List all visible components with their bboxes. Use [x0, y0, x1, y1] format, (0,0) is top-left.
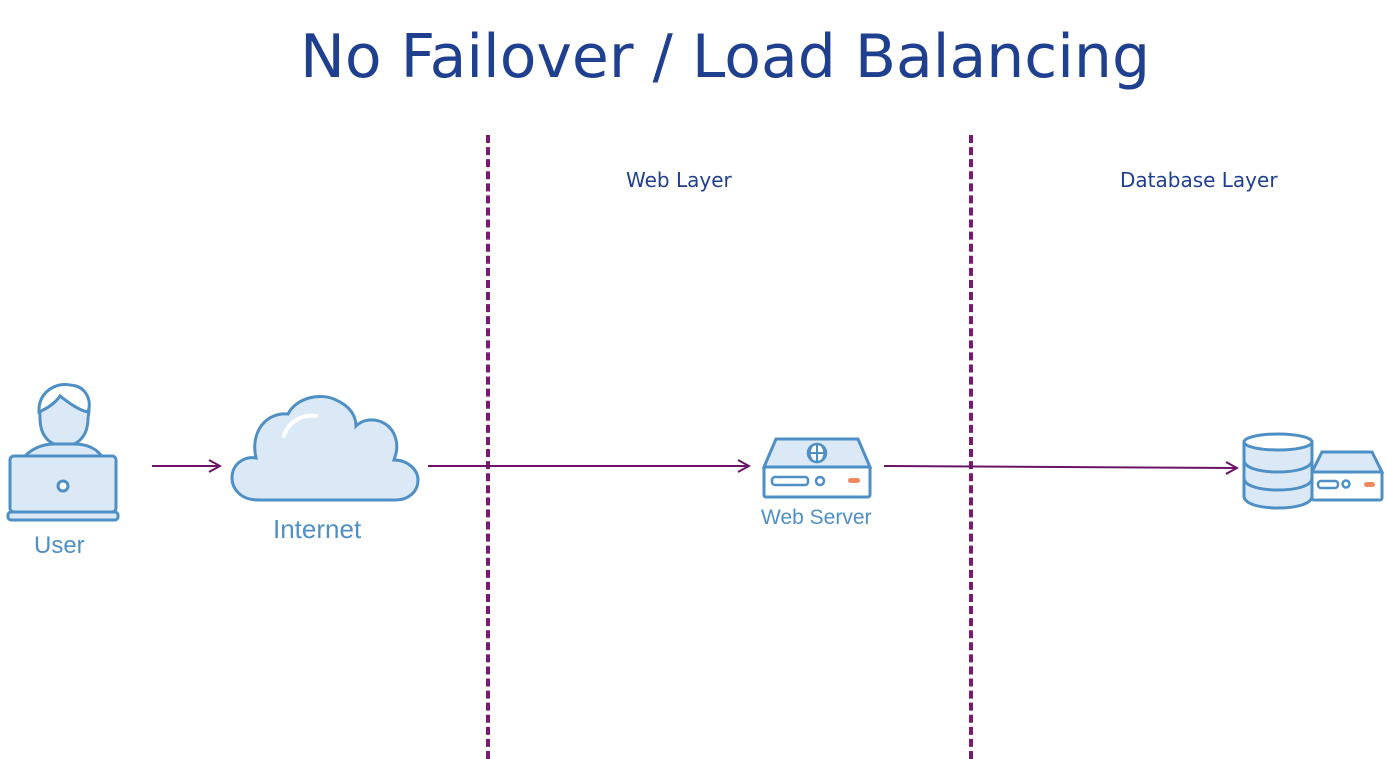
web-server-icon — [761, 437, 873, 499]
database-server-icon — [1242, 432, 1385, 510]
layer-divider-web — [486, 135, 490, 759]
web-layer-label: Web Layer — [626, 168, 732, 192]
internet-label: Internet — [273, 514, 362, 544]
cloud-icon — [230, 395, 420, 502]
user-label: User — [34, 532, 85, 559]
layer-divider-database — [969, 135, 973, 759]
database-layer-label: Database Layer — [1120, 168, 1278, 192]
web-server-label: Web Server — [761, 506, 872, 529]
arrow-web-server-to-database — [883, 466, 1237, 468]
diagram-title: No Failover / Load Balancing — [299, 22, 1151, 92]
user-laptop-icon — [6, 382, 120, 522]
